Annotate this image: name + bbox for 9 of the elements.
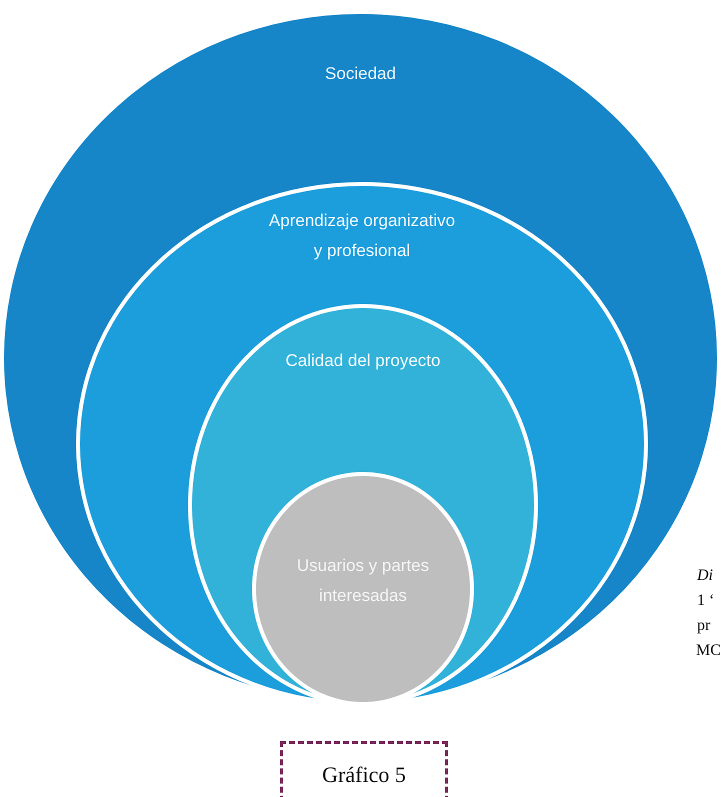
cut-off-text: 1 ‘ [697,591,714,611]
cut-off-text: pr [697,616,710,636]
ring-label: Aprendizaje organizativo y profesional [268,210,456,262]
caption-text: Gráfico 5 [321,761,407,789]
cut-off-text: Di [697,566,713,586]
cut-off-text: MC [696,641,721,661]
ring-label: Calidad del proyecto [284,350,442,372]
ring-label: Sociedad [324,63,397,85]
caption-box [280,741,448,797]
